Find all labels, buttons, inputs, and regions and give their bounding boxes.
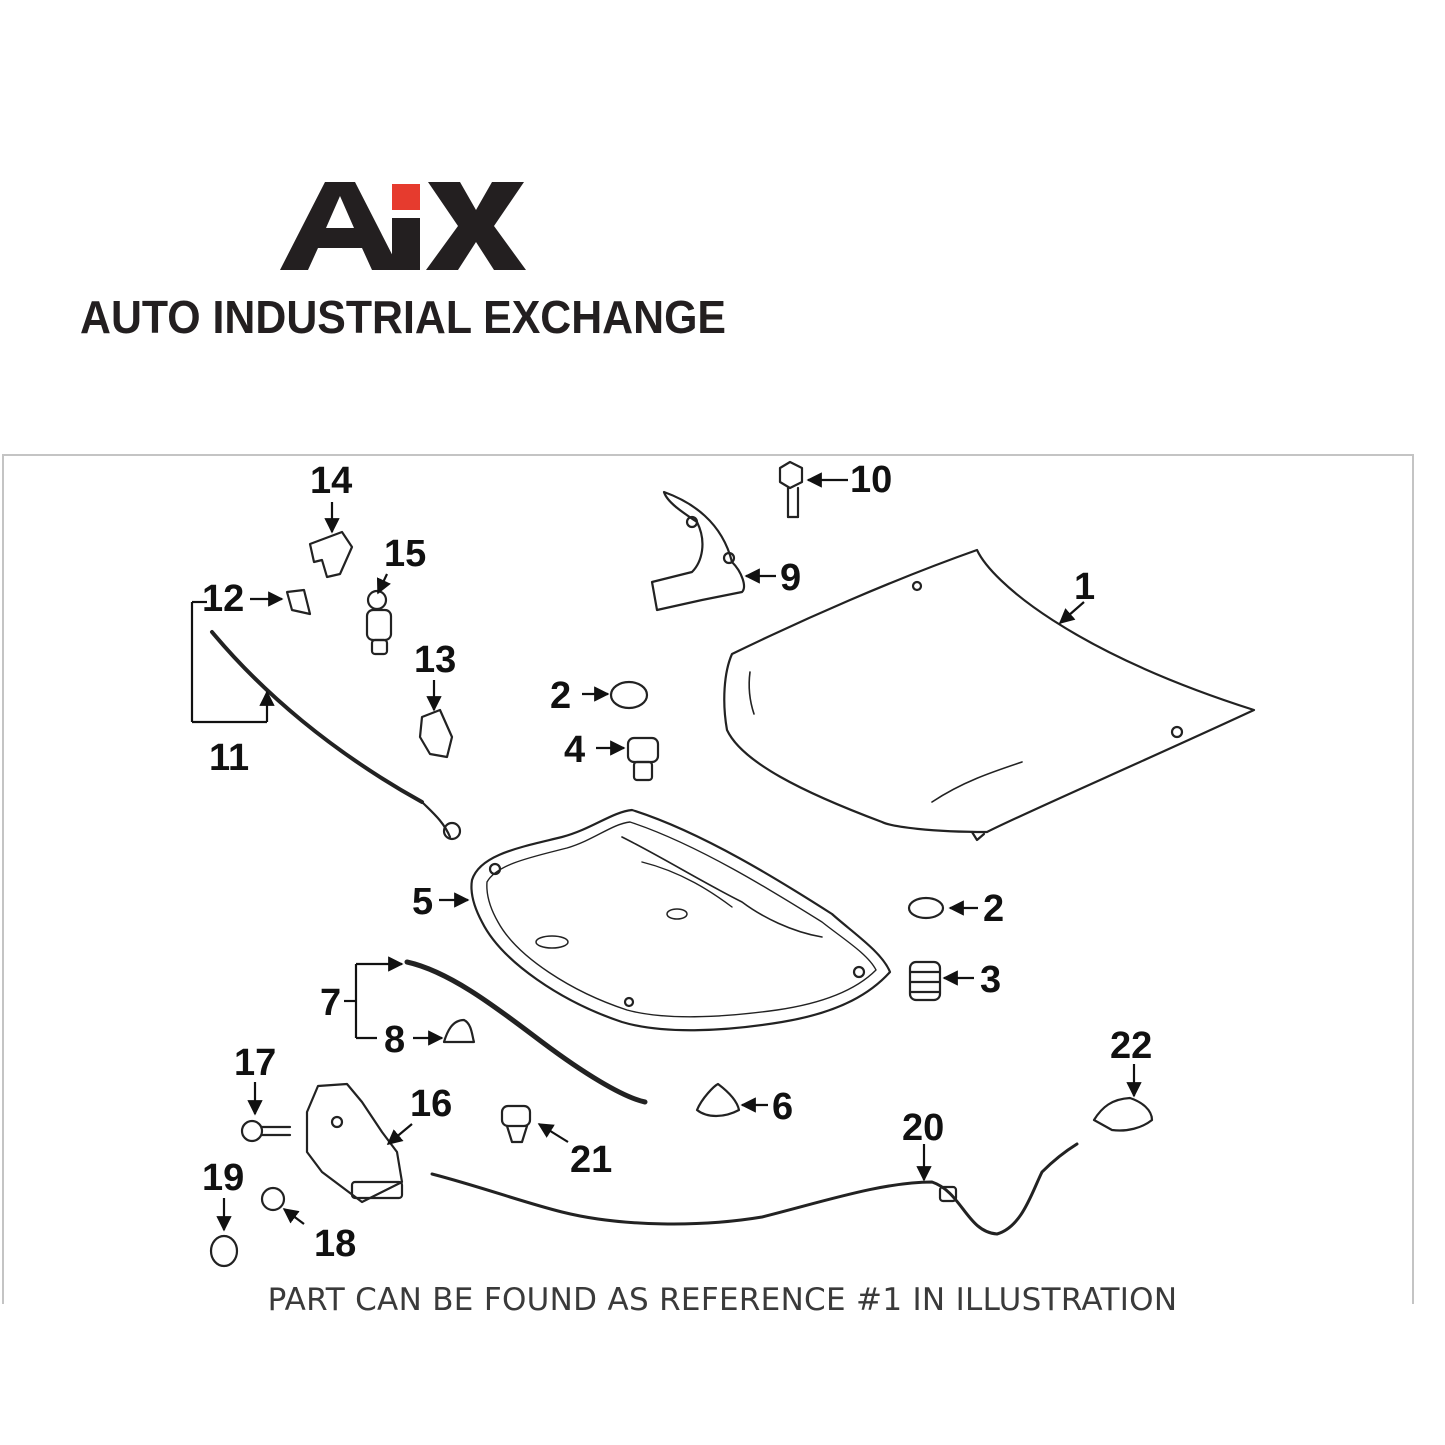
hood-cushion bbox=[908, 960, 942, 1002]
hood-lock bbox=[305, 1082, 404, 1204]
callout-6: 6 bbox=[772, 1086, 793, 1128]
support-rod-holder bbox=[418, 708, 454, 759]
callout-9: 9 bbox=[780, 557, 801, 599]
parts-diagram: 1 2 2 3 4 5 6 7 8 9 10 11 12 13 14 15 16… bbox=[2, 454, 1414, 1304]
hood-hinge bbox=[650, 490, 746, 612]
hood-panel bbox=[723, 548, 1256, 842]
logo-letter-i-stem bbox=[392, 218, 420, 270]
callout-2-lower: 2 bbox=[983, 888, 1004, 930]
callout-13: 13 bbox=[414, 639, 456, 681]
support-rod-clip bbox=[285, 588, 312, 616]
callout-3: 3 bbox=[980, 959, 1001, 1001]
callout-19: 19 bbox=[202, 1157, 244, 1199]
hole-plug bbox=[209, 1234, 239, 1268]
callout-4: 4 bbox=[564, 729, 585, 771]
callout-16: 16 bbox=[410, 1083, 452, 1125]
reference-caption: PART CAN BE FOUND AS REFERENCE #1 IN ILL… bbox=[267, 1282, 1178, 1318]
aix-logo: AUTO INDUSTRIAL EXCHANGE bbox=[80, 182, 726, 343]
grommet-lower bbox=[907, 896, 945, 920]
hood-release-cable bbox=[430, 1142, 1079, 1236]
hood-stopper bbox=[626, 736, 660, 782]
logo-company-name: AUTO INDUSTRIAL EXCHANGE bbox=[80, 291, 726, 343]
hinge-bolt bbox=[778, 460, 804, 519]
callout-2-upper: 2 bbox=[550, 675, 571, 717]
insulator-clip bbox=[695, 1082, 741, 1118]
lock-bolt bbox=[240, 1119, 292, 1143]
callout-7: 7 bbox=[320, 982, 341, 1024]
callout-17: 17 bbox=[234, 1042, 276, 1084]
hood-support-rod bbox=[210, 630, 462, 841]
callout-18: 18 bbox=[314, 1223, 356, 1265]
callout-1: 1 bbox=[1074, 566, 1095, 608]
callout-12: 12 bbox=[202, 578, 244, 620]
bumper-bolt bbox=[365, 589, 393, 656]
hood-release-handle bbox=[1092, 1096, 1154, 1132]
support-bracket bbox=[308, 530, 354, 579]
cable-retainer-clip bbox=[500, 1104, 532, 1144]
callout-8: 8 bbox=[384, 1019, 405, 1061]
grommet-upper bbox=[609, 680, 649, 710]
callout-5: 5 bbox=[412, 881, 433, 923]
hood-seal bbox=[404, 959, 648, 1105]
logo-letter-x bbox=[426, 182, 526, 270]
hood-insulator bbox=[470, 808, 892, 1032]
callout-21: 21 bbox=[570, 1139, 612, 1181]
callout-10: 10 bbox=[850, 459, 892, 501]
callout-14: 14 bbox=[310, 460, 352, 502]
callout-22: 22 bbox=[1110, 1025, 1152, 1067]
callout-20: 20 bbox=[902, 1107, 944, 1149]
lock-grommet bbox=[260, 1186, 286, 1212]
callout-11: 11 bbox=[209, 737, 249, 779]
seal-clip bbox=[442, 1018, 476, 1044]
logo-letter-a bbox=[280, 182, 400, 270]
logo-letter-i-dot bbox=[392, 184, 420, 210]
callout-15: 15 bbox=[384, 533, 426, 575]
